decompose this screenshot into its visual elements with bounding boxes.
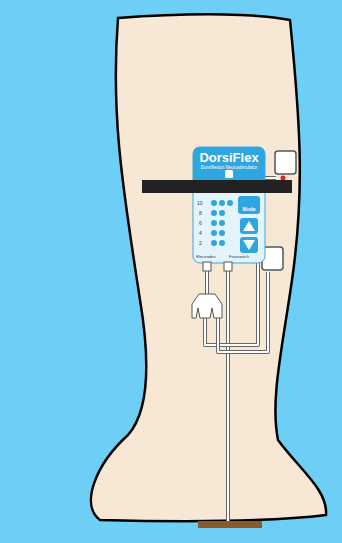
device-subtitle: Dorsiflexion Neurostimulator: [193, 166, 265, 171]
device-header: [193, 147, 265, 184]
header-icon: [225, 170, 233, 178]
port-label: Electrodes: [196, 255, 216, 259]
y-splitter: [192, 294, 222, 318]
mode-button: [238, 196, 260, 214]
mode-button-label: Mode: [238, 196, 260, 214]
intensity-number: 8: [199, 211, 202, 216]
device-name: DorsiFlex: [193, 151, 265, 164]
down-button: [240, 237, 258, 253]
electrode-clip: [281, 176, 286, 181]
port-label: Footswitch: [229, 255, 249, 259]
electrode-pad: [275, 151, 296, 174]
stimulator-device: DorsiFlexDorsiflexion NeurostimulatorMod…: [193, 147, 265, 263]
intensity-number: 10: [197, 201, 203, 206]
device-name: Mode: [238, 207, 260, 212]
strap: [142, 180, 292, 193]
up-arrow: [243, 221, 255, 231]
down-arrow: [243, 240, 255, 250]
intensity-number: 6: [199, 221, 202, 226]
plug: [224, 262, 232, 271]
leg-outline: [91, 14, 326, 521]
plug: [203, 262, 211, 271]
intensity-number: 2: [199, 241, 202, 246]
led-indicators: [211, 200, 233, 246]
footswitch-pad: [198, 521, 262, 528]
intensity-number: 4: [199, 231, 202, 236]
device-body: [193, 147, 265, 263]
up-button: [240, 218, 258, 234]
